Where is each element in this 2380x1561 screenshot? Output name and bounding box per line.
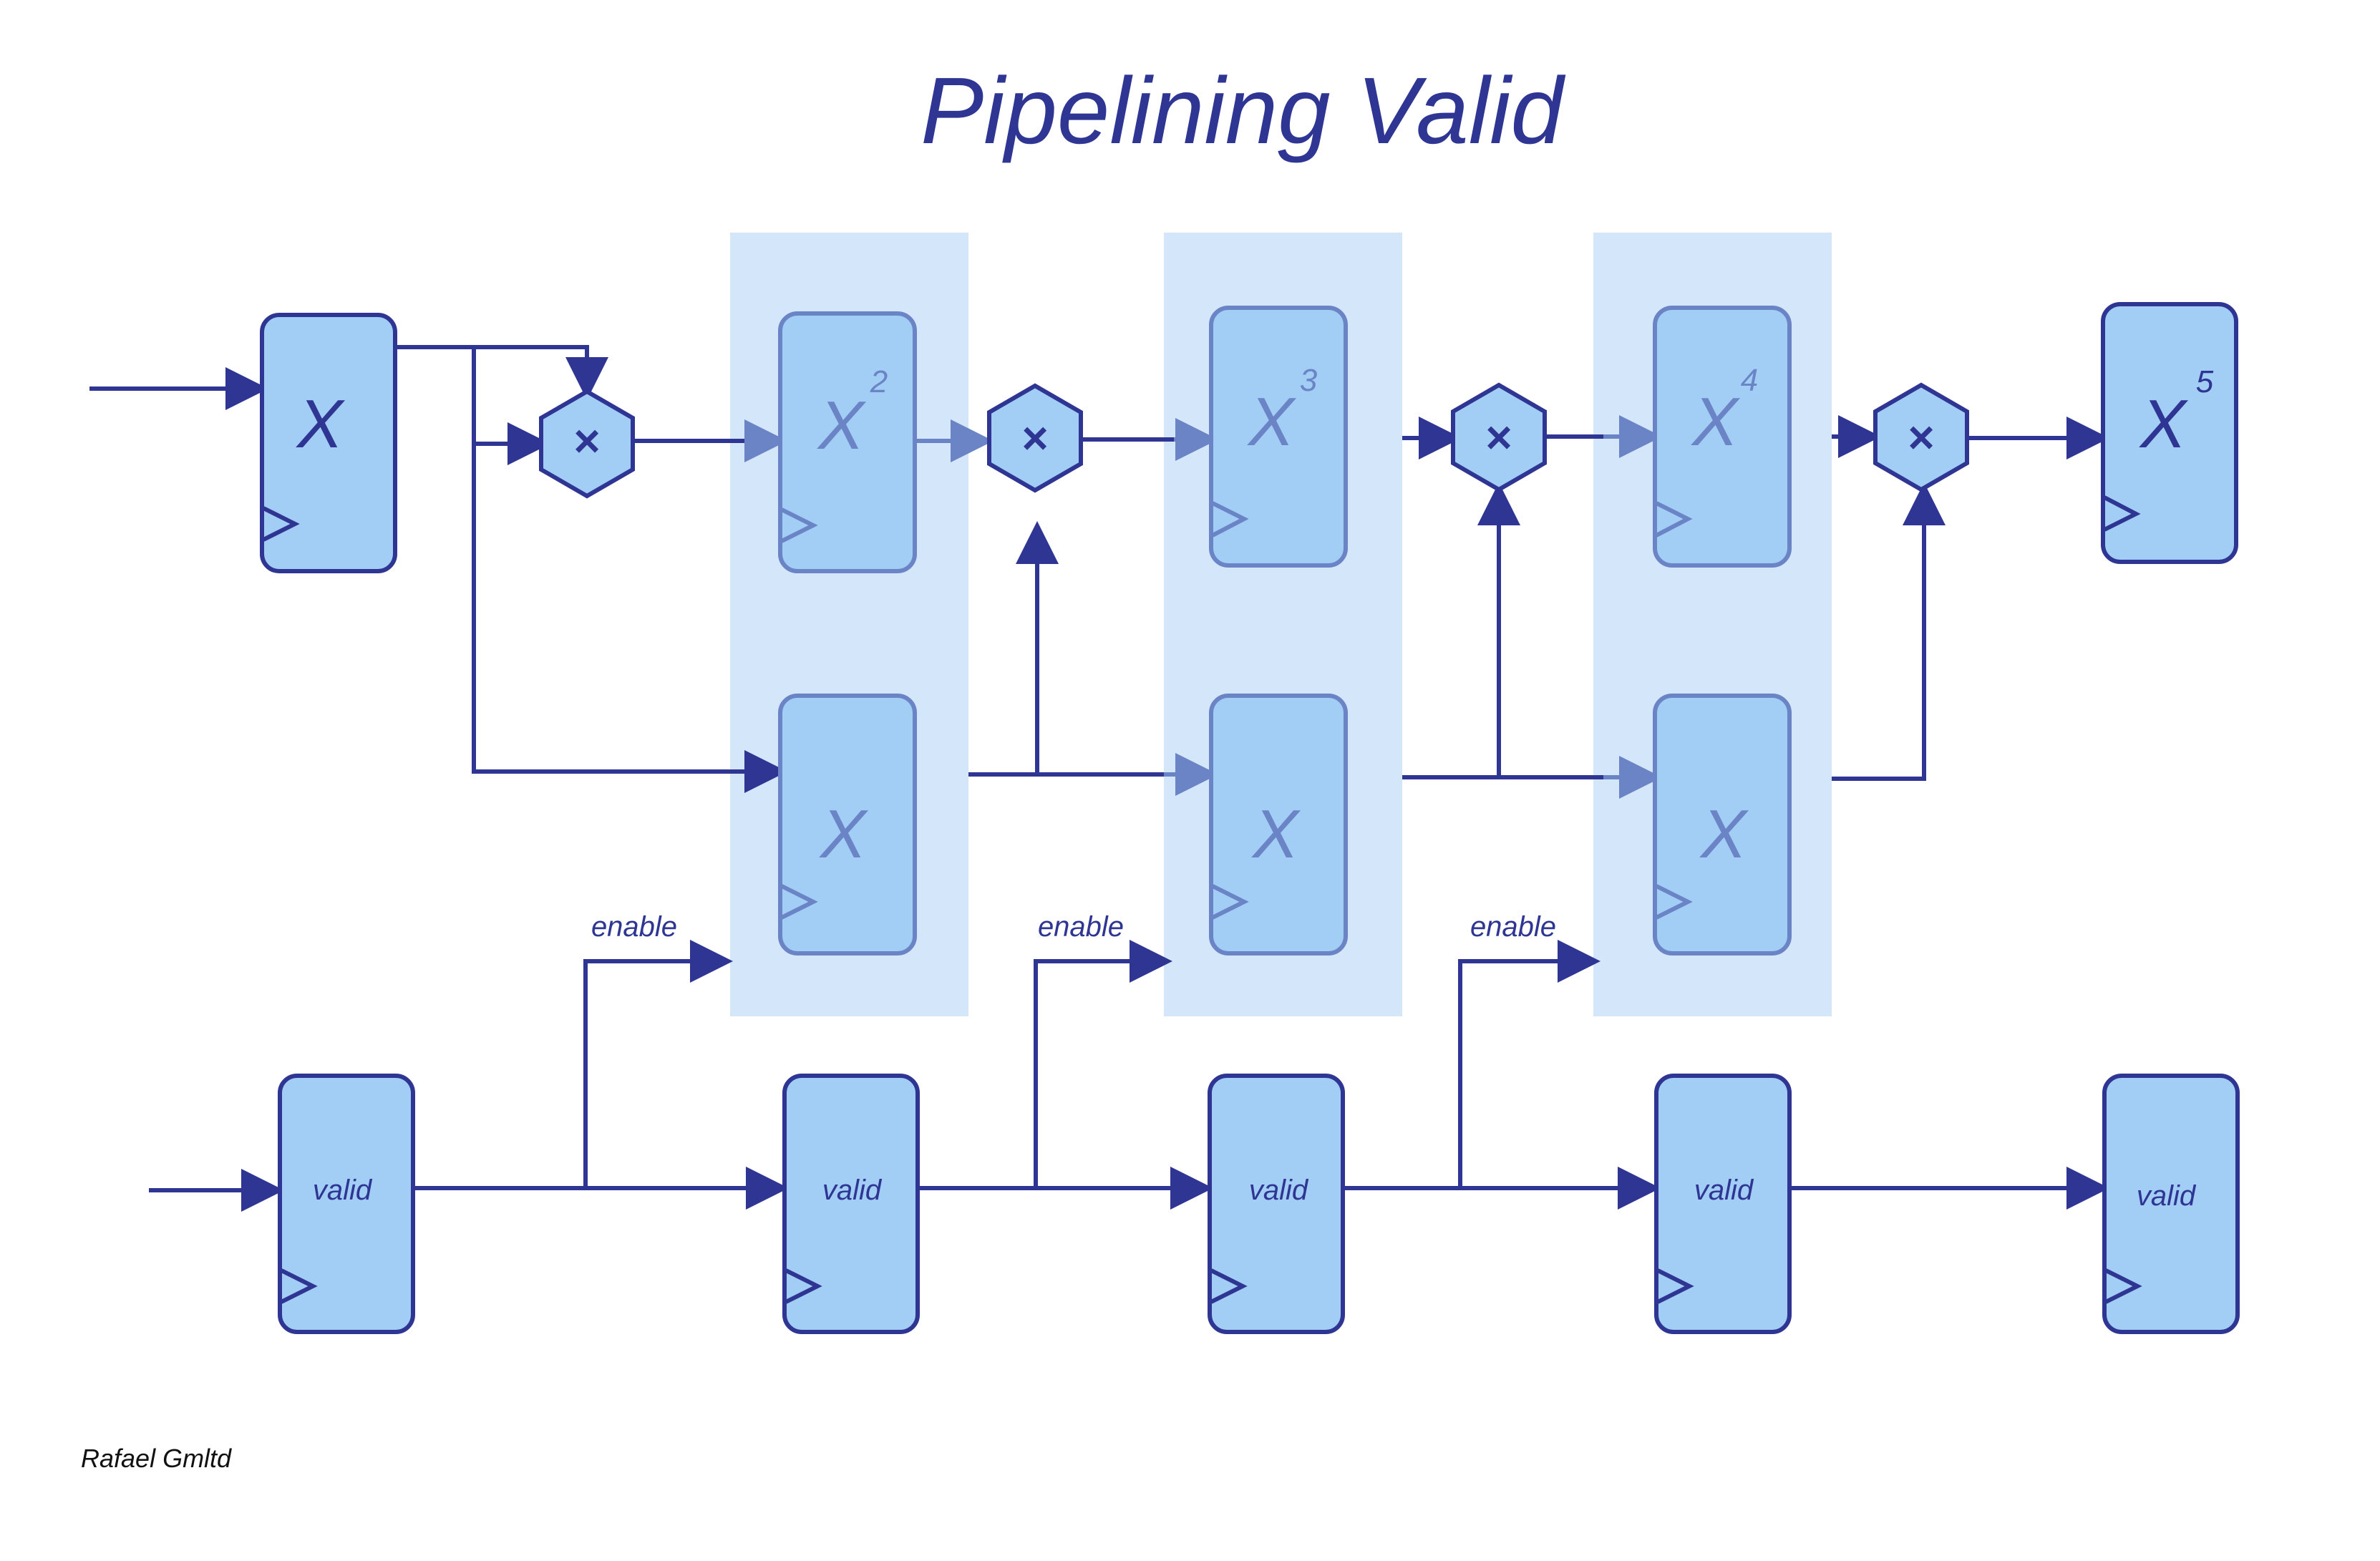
page-title: Pipelining Valid <box>921 58 1565 163</box>
stage3-power-label: X <box>1691 384 1741 460</box>
stage2-power-exponent: 3 <box>1300 363 1318 398</box>
enable-wire-3 <box>1458 940 1601 1188</box>
stage2-power-register: X 3 <box>1209 306 1348 568</box>
stage1-power-register: X 2 <box>778 311 917 573</box>
multiplier-1: × <box>539 389 635 499</box>
x-bypass-wire <box>472 347 787 793</box>
multiplier-2-symbol: × <box>1021 412 1048 464</box>
author-credit: Rafael Gmltd <box>81 1444 232 1473</box>
stage3-x-label: X <box>1699 796 1749 872</box>
stage1-power-exponent: 2 <box>870 364 888 399</box>
stage3-x-register: X <box>1653 694 1792 955</box>
valid-register-1: valid <box>278 1074 415 1334</box>
stage2-x-register: X <box>1209 694 1348 955</box>
stage1-power-label: X <box>817 387 867 464</box>
stage2-power-label: X <box>1247 384 1297 460</box>
stage1-x-register: X <box>778 694 917 955</box>
enable-label-1: enable <box>591 911 677 943</box>
valid-register-3: valid <box>1208 1074 1345 1334</box>
multiplier-3-symbol: × <box>1485 412 1512 463</box>
stage2-x-label: X <box>1251 796 1301 872</box>
enable-label-3: enable <box>1470 911 1556 943</box>
valid-register-3-label: valid <box>1249 1175 1309 1206</box>
valid-register-5: valid <box>2102 1074 2240 1334</box>
stage3-power-exponent: 4 <box>1741 363 1758 398</box>
x-input-label: X <box>296 386 346 462</box>
valid-register-2-label: valid <box>822 1175 883 1206</box>
x5-output-register: X 5 <box>2101 302 2238 564</box>
multiplier-4: × <box>1873 382 1969 492</box>
enable-label-2: enable <box>1038 911 1124 943</box>
x5-output-exponent: 5 <box>2196 364 2214 399</box>
stage1-x-label: X <box>819 796 869 872</box>
valid-register-4-label: valid <box>1694 1175 1754 1206</box>
stage3-power-register: X 4 <box>1653 306 1792 568</box>
multiplier-1-symbol: × <box>573 415 600 467</box>
x-to-mult1-top-wire <box>397 345 608 400</box>
enable-wire-2 <box>1034 940 1172 1188</box>
enable-wire-1 <box>583 940 733 1188</box>
multiplier-3: × <box>1451 382 1547 492</box>
valid-register-2: valid <box>782 1074 920 1334</box>
stage3-x-to-mult4-wire <box>1832 482 1946 781</box>
multiplier-4-symbol: × <box>1908 412 1934 463</box>
valid-register-5-label: valid <box>2137 1180 2197 1212</box>
multiplier-2: × <box>987 383 1083 493</box>
x5-output-label: X <box>2139 386 2189 462</box>
valid-register-1-label: valid <box>313 1175 373 1206</box>
valid-register-4: valid <box>1654 1074 1792 1334</box>
x-input-register: X <box>260 313 397 573</box>
